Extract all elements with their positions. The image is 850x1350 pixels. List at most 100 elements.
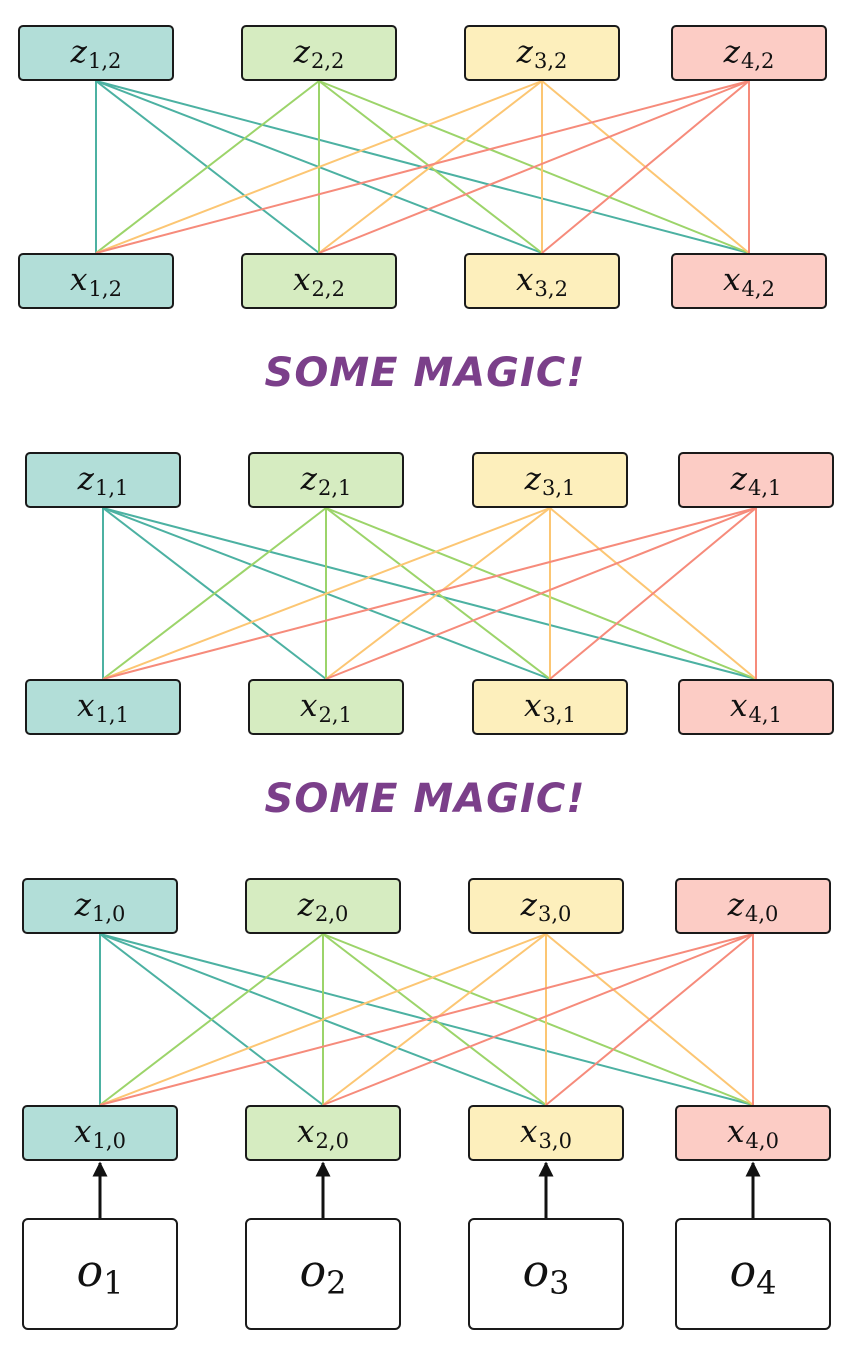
variable-subscript: 1,2 [88,276,122,301]
edge-z4-x2-layer0 [318,80,750,254]
variable-subscript: 2 [326,1264,347,1302]
edge-z2-x1-layer1 [102,507,327,680]
z-node-1-layer2: z1,0 [22,878,178,934]
edge-z3-x1-layer2 [99,933,547,1106]
variable-letter: x [297,1113,315,1150]
edge-z2-x1-layer0 [95,80,320,254]
variable-subscript: 1,0 [91,901,126,926]
x-node-4-layer1: x4,1 [678,679,834,735]
variable-subscript: 2,0 [315,1128,349,1153]
x-node-2-layer1: x2,1 [248,679,404,735]
variable-letter: z [723,33,740,70]
z-node-1-layer0: z1,2 [18,25,174,81]
variable-letter: x [516,261,534,298]
x-node-3-layer2: x3,0 [468,1105,624,1161]
variable-subscript: 1,2 [87,48,122,73]
variable-letter: z [74,886,91,923]
variable-letter: o [76,1246,104,1297]
variable-subscript: 3,1 [542,702,576,727]
variable-subscript: 3 [549,1264,570,1302]
variable-letter: x [293,261,311,298]
edge-z4-x1-layer0 [95,80,750,254]
magic-caption: SOME MAGIC! [264,350,586,396]
variable-letter: z [520,886,537,923]
variable-subscript: 2,1 [318,702,352,727]
variable-subscript: 2,2 [311,276,345,301]
variable-letter: o [729,1246,757,1297]
variable-letter: x [74,1113,92,1150]
x-node-3-layer0: x3,2 [464,253,620,309]
z-node-2-layer1: z2,1 [248,452,404,508]
variable-subscript: 4,0 [745,1128,779,1153]
edge-z3-x1-layer0 [95,80,543,254]
variable-letter: x [727,1113,745,1150]
variable-subscript: 4,1 [747,475,782,500]
variable-letter: x [524,687,542,724]
edge-z4-x3-layer2 [545,933,754,1106]
variable-letter: z [77,460,94,497]
z-node-4-layer0: z4,2 [671,25,827,81]
x-node-4-layer0: x4,2 [671,253,827,309]
observation-node-2: o2 [245,1218,401,1330]
x-node-1-layer0: x1,2 [18,253,174,309]
variable-subscript: 4,1 [748,702,782,727]
edge-z4-x3-layer0 [541,80,750,254]
variable-subscript: 4,0 [744,901,779,926]
variable-letter: x [723,261,741,298]
variable-subscript: 2,2 [310,48,345,73]
variable-subscript: 4 [756,1264,777,1302]
edge-z3-x2-layer1 [325,507,551,680]
z-node-3-layer2: z3,0 [468,878,624,934]
variable-letter: z [70,33,87,70]
magic-caption: SOME MAGIC! [264,776,586,822]
edge-z4-x2-layer1 [325,507,757,680]
x-node-1-layer2: x1,0 [22,1105,178,1161]
variable-subscript: 2,0 [314,901,349,926]
edge-z3-x2-layer0 [318,80,543,254]
z-node-4-layer2: z4,0 [675,878,831,934]
z-node-2-layer0: z2,2 [241,25,397,81]
variable-letter: z [293,33,310,70]
z-node-2-layer2: z2,0 [245,878,401,934]
variable-letter: z [730,460,747,497]
variable-letter: z [727,886,744,923]
variable-letter: x [730,687,748,724]
variable-letter: x [70,261,88,298]
variable-subscript: 1,1 [95,702,129,727]
variable-subscript: 3,0 [538,1128,572,1153]
variable-letter: z [300,460,317,497]
variable-subscript: 3,2 [534,276,568,301]
observation-node-1: o1 [22,1218,178,1330]
x-node-2-layer2: x2,0 [245,1105,401,1161]
variable-letter: o [299,1246,327,1297]
x-node-4-layer2: x4,0 [675,1105,831,1161]
variable-subscript: 4,2 [741,276,775,301]
observation-node-4: o4 [675,1218,831,1330]
variable-subscript: 1,1 [94,475,129,500]
variable-subscript: 1,0 [92,1128,126,1153]
variable-letter: z [297,886,314,923]
edge-z4-x3-layer1 [549,507,757,680]
edge-z4-x1-layer1 [102,507,757,680]
variable-letter: o [522,1246,550,1297]
variable-subscript: 3,2 [533,48,568,73]
x-node-2-layer0: x2,2 [241,253,397,309]
variable-letter: z [516,33,533,70]
variable-subscript: 3,1 [541,475,576,500]
z-node-4-layer1: z4,1 [678,452,834,508]
x-node-3-layer1: x3,1 [472,679,628,735]
x-node-1-layer1: x1,1 [25,679,181,735]
edge-z3-x2-layer2 [322,933,547,1106]
variable-subscript: 2,1 [317,475,352,500]
z-node-3-layer0: z3,2 [464,25,620,81]
variable-letter: x [300,687,318,724]
variable-letter: z [524,460,541,497]
z-node-1-layer1: z1,1 [25,452,181,508]
observation-node-3: o3 [468,1218,624,1330]
variable-letter: x [520,1113,538,1150]
edge-z3-x1-layer1 [102,507,551,680]
variable-subscript: 4,2 [740,48,775,73]
edge-z2-x1-layer2 [99,933,324,1106]
